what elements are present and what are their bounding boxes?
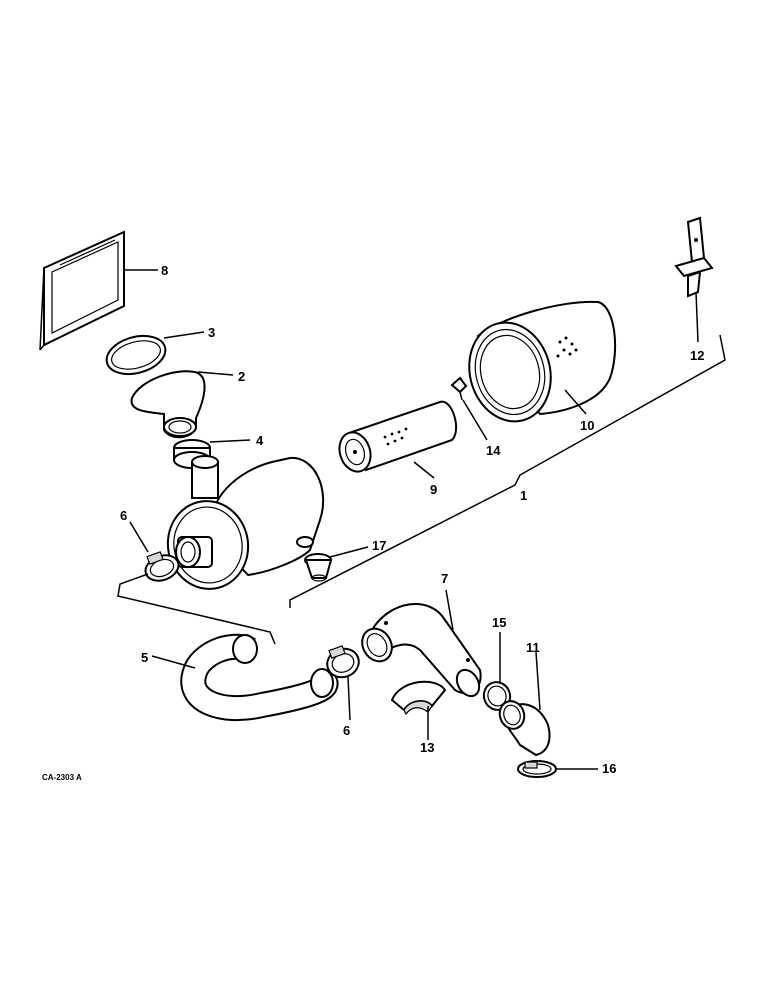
part-3-ring (105, 334, 167, 376)
part-6-clamp-upper (144, 551, 180, 582)
part-17-valve (304, 553, 333, 582)
callout-5: 5 (141, 650, 148, 665)
part-8-screen (39, 230, 125, 351)
part-6-clamp-lower (326, 645, 360, 679)
drawing-code: CA-2303 A (42, 773, 82, 782)
part-10-outer-filter (468, 300, 617, 423)
callout-13: 13 (420, 740, 434, 755)
callout-labels: 1 2 3 4 5 6 6 7 8 9 10 11 12 13 14 15 16… (120, 263, 704, 776)
callout-15: 15 (492, 615, 506, 630)
part-16-clamp (517, 760, 557, 778)
air-cleaner-housing (166, 455, 325, 590)
part-12-bracket (674, 216, 714, 298)
part-2-cap (130, 370, 206, 439)
outer-filter-perforations (556, 336, 578, 358)
callout-10: 10 (580, 418, 594, 433)
assembly-group-line (117, 334, 726, 645)
callout-2: 2 (238, 369, 245, 384)
callout-14: 14 (486, 443, 501, 458)
callout-16: 16 (602, 761, 616, 776)
callout-11: 11 (526, 640, 540, 655)
part-14-wing-nut (450, 376, 468, 401)
callout-6-lower: 6 (343, 723, 350, 738)
inner-filter-perforations (383, 427, 408, 446)
callout-7: 7 (441, 571, 448, 586)
part-7-elbow-pipe (361, 603, 482, 698)
callout-17: 17 (372, 538, 386, 553)
callout-6-upper: 6 (120, 508, 127, 523)
callout-4: 4 (256, 433, 264, 448)
part-9-inner-filter (338, 400, 458, 473)
callout-3: 3 (208, 325, 215, 340)
callout-12: 12 (690, 348, 704, 363)
leader-lines (125, 269, 699, 770)
part-5-hose (180, 633, 339, 722)
callout-1: 1 (520, 488, 527, 503)
part-13-strap-clamp (390, 680, 447, 716)
callout-8: 8 (161, 263, 168, 278)
callout-9: 9 (430, 482, 437, 497)
part-11-elbow (498, 700, 551, 757)
